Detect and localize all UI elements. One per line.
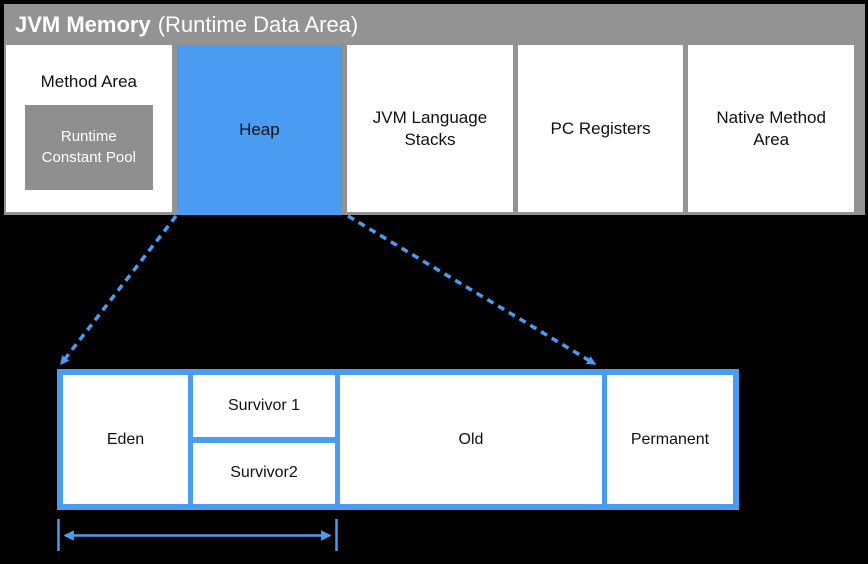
- eden-label: Eden: [106, 430, 145, 448]
- pc-registers-box: PC Registers: [517, 45, 684, 212]
- method-area-box: Method Area Runtime Constant Pool: [6, 45, 172, 212]
- jvm-memory-panel: JVM Memory (Runtime Data Area) Method Ar…: [4, 4, 865, 215]
- method-area-label: Method Area: [40, 72, 137, 91]
- rcp-label-line2: Constant Pool: [41, 148, 136, 166]
- survivor1-label: Survivor 1: [227, 396, 301, 414]
- heap-label: Heap: [239, 120, 280, 140]
- heap-box: Heap: [176, 45, 343, 215]
- survivor2-box: Survivor2: [193, 442, 335, 504]
- heap-expand-connector-left-icon: [59, 214, 178, 366]
- panel-title-suffix: (Runtime Data Area): [157, 11, 359, 37]
- runtime-constant-pool-box: Runtime Constant Pool: [24, 105, 153, 191]
- old-label: Old: [458, 430, 484, 448]
- panel-title-main: JVM Memory: [15, 11, 151, 37]
- runtime-constant-pool-label: Runtime Constant Pool: [42, 127, 136, 168]
- old-box: Old: [340, 375, 602, 504]
- heap-detail-box: Eden Survivor 1 Survivor2 Old Permanent: [57, 369, 739, 510]
- survivor-column: Survivor 1 Survivor2: [193, 375, 335, 504]
- eden-box: Eden: [63, 375, 188, 504]
- runtime-data-areas-row: Method Area Runtime Constant Pool Heap J…: [6, 45, 854, 215]
- jvm-language-stacks-box: JVM Language Stacks: [347, 45, 513, 212]
- rcp-label-line1: Runtime: [60, 128, 117, 146]
- pc-registers-label: PC Registers: [550, 118, 651, 138]
- panel-title: JVM Memory (Runtime Data Area): [4, 4, 865, 45]
- jvm-language-stacks-label: JVM Language Stacks: [372, 108, 488, 149]
- permanent-box: Permanent: [607, 375, 733, 504]
- heap-expand-connector-right-icon: [347, 214, 597, 366]
- survivor2-label: Survivor2: [230, 464, 298, 482]
- survivor1-box: Survivor 1: [193, 375, 335, 437]
- young-gen-extent-arrow-icon: [57, 519, 338, 551]
- native-method-area-box: Native Method Area: [688, 45, 854, 212]
- permanent-label: Permanent: [630, 430, 710, 448]
- native-method-area-label: Native Method Area: [716, 108, 826, 149]
